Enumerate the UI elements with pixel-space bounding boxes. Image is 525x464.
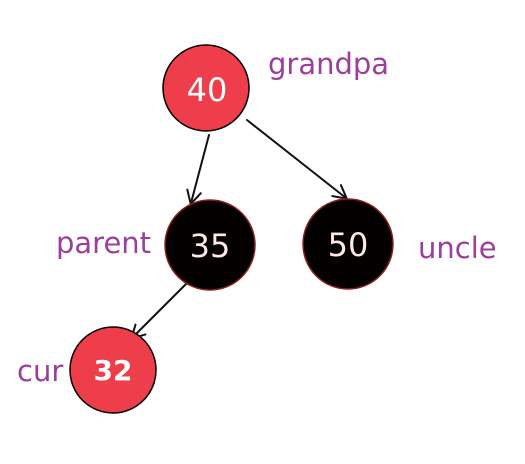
label-uncle: uncle	[418, 231, 497, 265]
node-parent-circle	[164, 199, 256, 291]
edge-parent-cur	[130, 280, 190, 340]
node-grandpa-circle	[162, 44, 250, 132]
node-parent: 35	[164, 199, 256, 291]
label-cur: cur	[17, 354, 64, 388]
node-parent-value: 35	[190, 227, 231, 265]
node-uncle-value: 50	[328, 226, 369, 264]
node-grandpa-value: 40	[187, 71, 228, 109]
edge-grandpa-parent	[186, 134, 210, 205]
node-cur: 32	[69, 326, 157, 414]
node-cur-circle	[69, 326, 157, 414]
node-uncle-circle	[302, 198, 394, 290]
label-grandpa: grandpa	[268, 47, 390, 81]
edge-grandpa-uncle	[246, 119, 348, 200]
label-parent: parent	[56, 226, 152, 260]
node-cur-value: 32	[94, 354, 133, 387]
node-grandpa: 40	[162, 44, 250, 132]
node-uncle: 50	[302, 198, 394, 290]
